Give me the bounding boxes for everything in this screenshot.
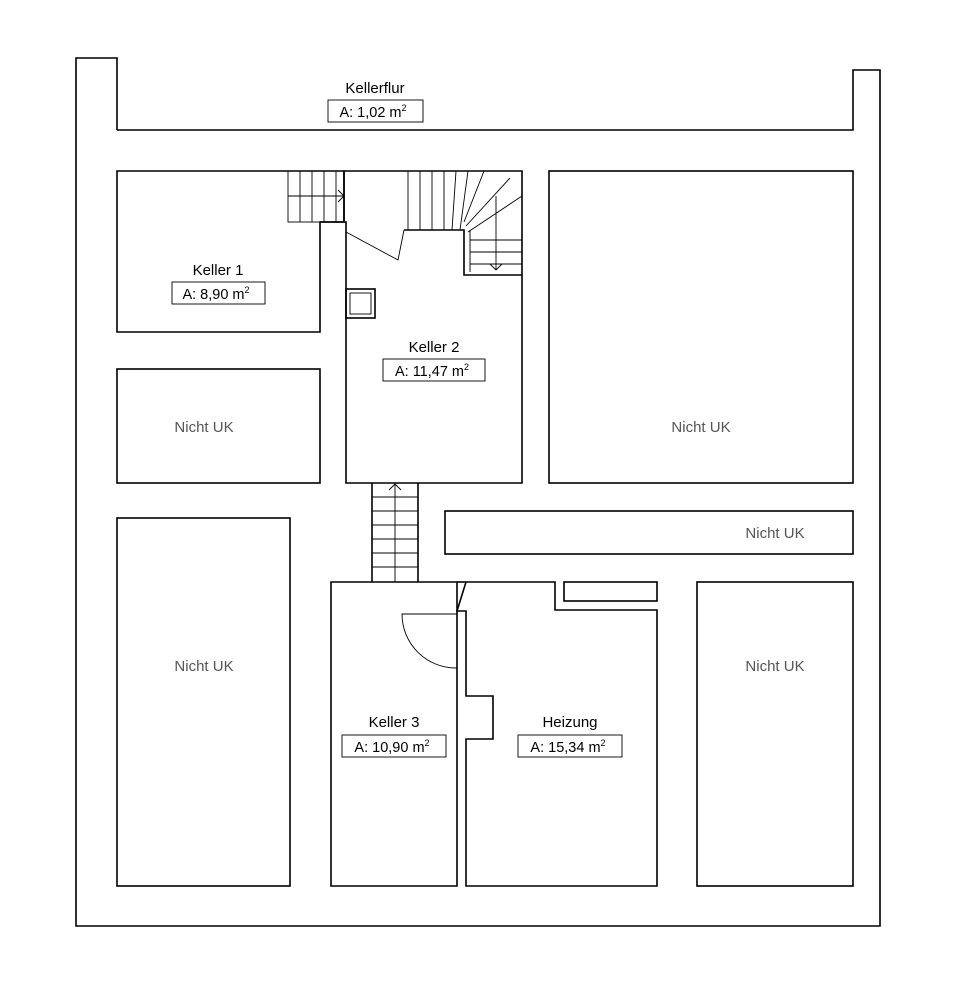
stairs-middle	[371, 483, 419, 582]
nicht-uk-left-upper-label: Nicht UK	[174, 419, 233, 436]
area-nicht-uk-right-upper	[548, 170, 854, 484]
area-nicht-uk-right-lower	[696, 581, 854, 887]
area-nicht-uk-left-lower	[116, 517, 291, 887]
room-keller1	[116, 170, 345, 333]
nicht-uk-right-lower-label: Nicht UK	[745, 658, 804, 675]
keller3-door-swing	[401, 613, 458, 669]
kellerflur-area: A: 1,02 m2	[339, 103, 406, 121]
kellerflur-name: Kellerflur	[345, 80, 404, 97]
chimney-keller2-inner	[349, 292, 372, 315]
heizung-area-box	[517, 734, 623, 758]
keller3-area: A: 10,90 m2	[354, 738, 429, 756]
keller2-area-box	[382, 358, 486, 382]
stairs-left	[287, 170, 345, 223]
heizung-name: Heizung	[542, 714, 597, 731]
keller2-name: Keller 2	[409, 339, 460, 356]
keller1-area: A: 8,90 m2	[182, 285, 249, 303]
room-keller3	[330, 581, 458, 887]
nicht-uk-left-lower-label: Nicht UK	[174, 658, 233, 675]
heizung-niche	[563, 581, 658, 602]
keller1-area-box	[171, 281, 266, 305]
outer-wall	[75, 57, 881, 927]
room-keller2	[320, 170, 523, 484]
heizung-area: A: 15,34 m2	[530, 738, 605, 756]
keller2-door-line	[345, 229, 405, 261]
keller2-area: A: 11,47 m2	[395, 362, 469, 380]
nicht-uk-middle-strip-label: Nicht UK	[745, 525, 804, 542]
stair-landing-wall	[404, 229, 522, 276]
keller3-name: Keller 3	[369, 714, 420, 731]
keller1-name: Keller 1	[193, 262, 244, 279]
chimney-keller2	[345, 288, 376, 319]
area-nicht-uk-left-upper	[116, 368, 321, 484]
nicht-uk-right-upper-label: Nicht UK	[671, 419, 730, 436]
kellerflur-area-box	[327, 99, 424, 123]
keller3-area-box	[341, 734, 447, 758]
room-heizung	[455, 581, 658, 887]
stairs-right	[407, 170, 523, 272]
area-nicht-uk-middle-strip	[444, 510, 854, 555]
